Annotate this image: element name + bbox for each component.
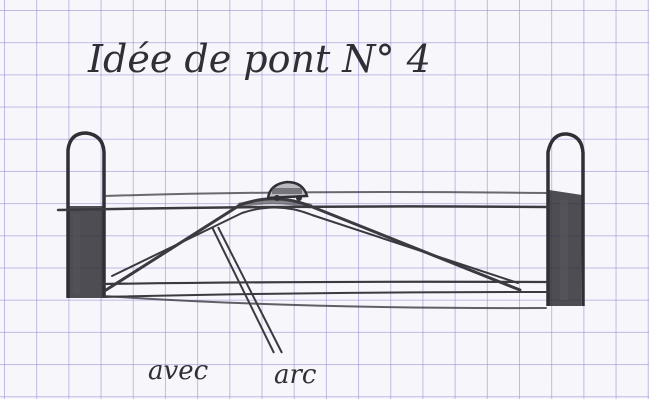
label-pointers (211, 226, 283, 354)
right-pylon (546, 132, 585, 306)
left-pylon (66, 131, 106, 298)
car-icon (266, 180, 309, 201)
label-avec: avec (148, 356, 209, 386)
bridge-arc (104, 197, 522, 292)
bridge-deck (56, 191, 551, 310)
sketch-title: Idée de pont N° 4 (87, 37, 431, 81)
label-arc: arc (274, 360, 317, 390)
